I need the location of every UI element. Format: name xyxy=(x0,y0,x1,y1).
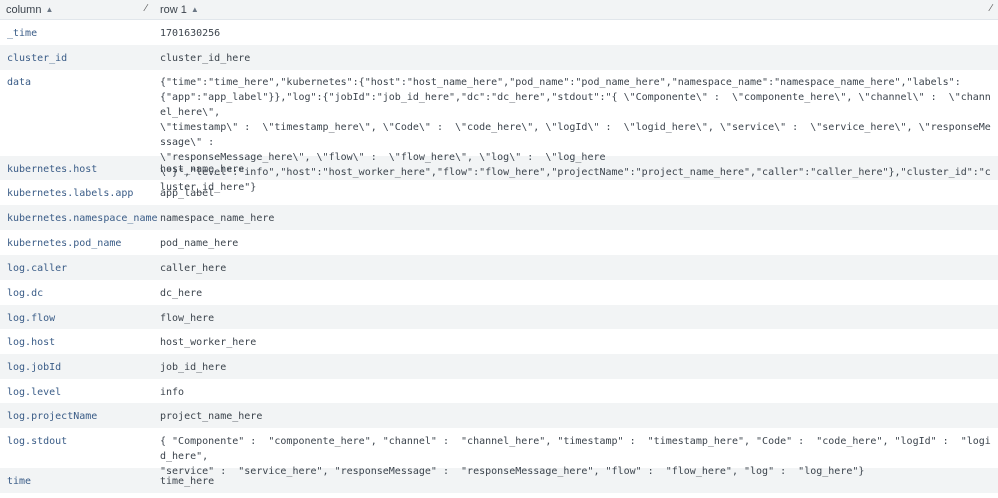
table-row: kubernetes.labels.app app_label xyxy=(0,180,998,205)
row-value[interactable]: {"time":"time_here","kubernetes":{"host"… xyxy=(160,77,991,193)
table-row: kubernetes.namespace_name namespace_name… xyxy=(0,205,998,230)
row-key[interactable]: log.caller xyxy=(7,263,68,274)
row-key[interactable]: log.level xyxy=(7,387,62,398)
row-value[interactable]: namespace_name_here xyxy=(160,213,275,224)
row-key[interactable]: data xyxy=(7,77,32,88)
table-row: kubernetes.pod_name pod_name_here xyxy=(0,230,998,255)
column-header[interactable]: column ▲︎ ∕ xyxy=(0,0,153,19)
row-key[interactable]: log.dc xyxy=(7,288,44,299)
table-row: log.projectName project_name_here xyxy=(0,403,998,428)
row-key[interactable]: kubernetes.host xyxy=(7,164,98,175)
row-value[interactable]: cluster_id_here xyxy=(160,53,251,64)
table-row: time time_here xyxy=(0,468,998,493)
sort-icon[interactable]: ▲︎ xyxy=(45,5,54,14)
row-value[interactable]: 1701630256 xyxy=(160,28,221,39)
row-key[interactable]: cluster_id xyxy=(7,53,68,64)
table-row: log.jobId job_id_here xyxy=(0,354,998,379)
resize-icon[interactable]: ∕ xyxy=(145,3,147,14)
row-key[interactable]: kubernetes.namespace_name xyxy=(7,213,158,224)
row-value[interactable]: { "Componente" : "componente_here", "cha… xyxy=(160,436,991,477)
column-header-label: column xyxy=(6,3,42,16)
row-value[interactable]: job_id_here xyxy=(160,362,227,373)
table-row: cluster_id cluster_id_here xyxy=(0,45,998,70)
table-row: _time 1701630256 xyxy=(0,20,998,45)
row-1-header-label: row 1 xyxy=(160,3,187,16)
row-value[interactable]: time_here xyxy=(160,476,215,487)
table-header: column ▲︎ ∕ row 1 ▲︎ ∕ xyxy=(0,0,998,20)
resize-icon[interactable]: ∕ xyxy=(990,3,992,14)
row-key[interactable]: kubernetes.labels.app xyxy=(7,188,134,199)
row-value[interactable]: host_name_here xyxy=(160,164,245,175)
row-1-header[interactable]: row 1 ▲︎ ∕ xyxy=(153,0,998,19)
row-key[interactable]: log.flow xyxy=(7,313,56,324)
row-value[interactable]: flow_here xyxy=(160,313,215,324)
row-value[interactable]: info xyxy=(160,387,185,398)
table-row: data {"time":"time_here","kubernetes":{"… xyxy=(0,70,998,193)
row-value[interactable]: pod_name_here xyxy=(160,238,239,249)
table-row: kubernetes.host host_name_here xyxy=(0,156,998,180)
row-value[interactable]: dc_here xyxy=(160,288,203,299)
row-key[interactable]: log.jobId xyxy=(7,362,62,373)
row-key[interactable]: _time xyxy=(7,28,38,39)
row-key[interactable]: time xyxy=(7,476,32,487)
table-row: log.host host_worker_here xyxy=(0,329,998,354)
table-row: log.dc dc_here xyxy=(0,280,998,305)
table-row: log.flow flow_here xyxy=(0,305,998,329)
row-key[interactable]: log.projectName xyxy=(7,411,98,422)
row-key[interactable]: log.stdout xyxy=(7,436,68,447)
row-value[interactable]: host_worker_here xyxy=(160,337,257,348)
row-value[interactable]: project_name_here xyxy=(160,411,263,422)
row-key[interactable]: log.host xyxy=(7,337,56,348)
sort-icon[interactable]: ▲︎ xyxy=(190,5,199,14)
table-row: log.level info xyxy=(0,379,998,403)
row-value[interactable]: caller_here xyxy=(160,263,227,274)
row-value[interactable]: app_label xyxy=(160,188,215,199)
table-row: log.caller caller_here xyxy=(0,255,998,280)
table-row: log.stdout { "Componente" : "componente_… xyxy=(0,428,998,477)
row-key[interactable]: kubernetes.pod_name xyxy=(7,238,122,249)
